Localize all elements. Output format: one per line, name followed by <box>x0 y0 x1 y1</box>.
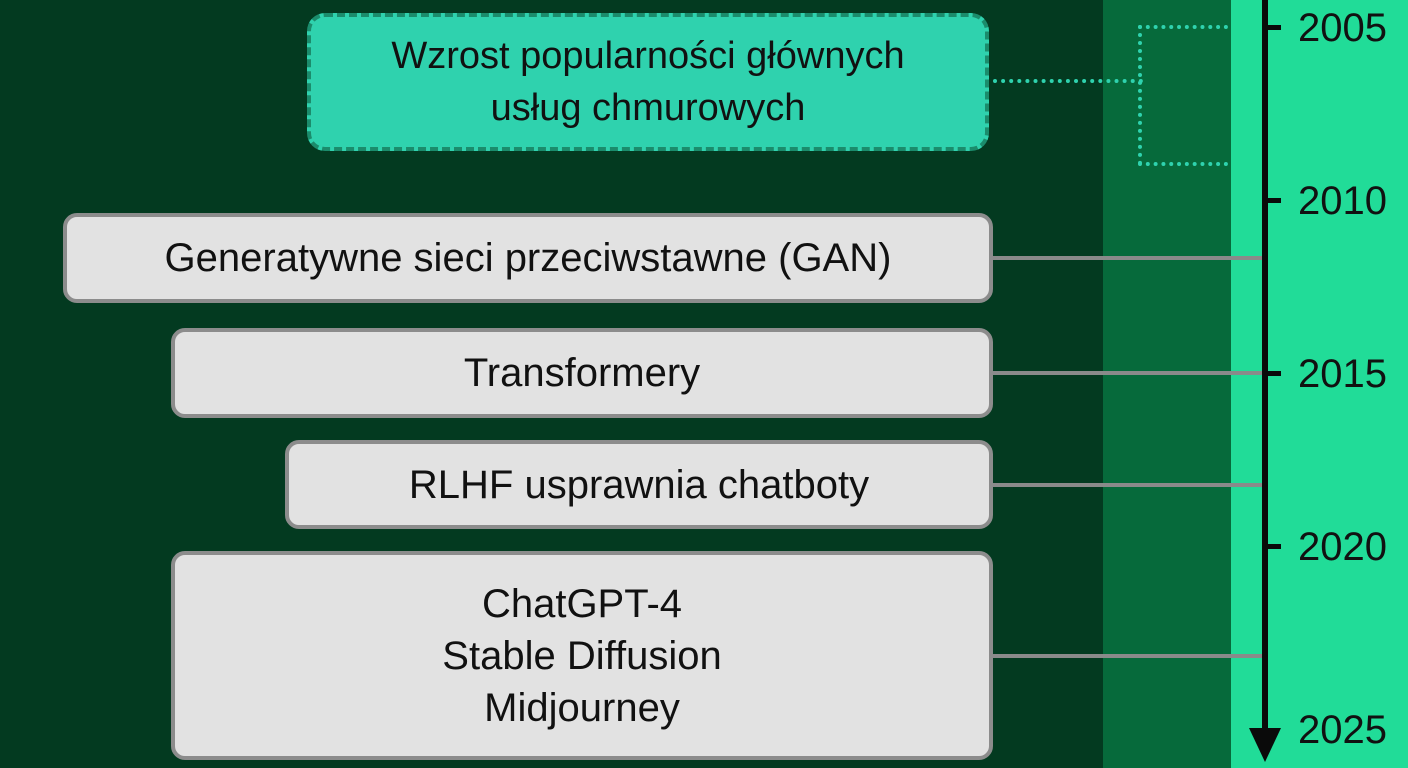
event-genai: ChatGPT-4 Stable Diffusion Midjourney <box>171 551 993 760</box>
tick-2005 <box>1265 25 1281 30</box>
event-cloud-line-1: Wzrost popularności głównych <box>391 35 905 77</box>
event-gan-label: Generatywne sieci przeciwstawne (GAN) <box>164 236 892 280</box>
background-band-light <box>1231 0 1408 768</box>
event-rlhf-label: RLHF usprawnia chatboty <box>408 462 870 507</box>
event-cloud-services: Wzrost popularności głównych usług chmur… <box>307 13 989 151</box>
tick-2015 <box>1265 371 1281 376</box>
connector-transformers <box>993 371 1263 375</box>
event-transformers-label: Transformery <box>463 351 701 395</box>
event-cloud-line-2: usług chmurowych <box>490 87 806 129</box>
year-label-2010: 2010 <box>1298 179 1387 223</box>
event-genai-line-3: Midjourney <box>484 685 680 730</box>
period-bracket-bottom <box>1138 162 1228 166</box>
year-label-2005: 2005 <box>1298 6 1387 50</box>
connector-genai <box>993 654 1263 658</box>
tick-2010 <box>1265 198 1281 203</box>
connector-gan <box>993 256 1263 260</box>
event-rlhf: RLHF usprawnia chatboty <box>285 440 993 529</box>
event-gan: Generatywne sieci przeciwstawne (GAN) <box>63 213 993 303</box>
timeline-axis <box>1262 0 1268 740</box>
event-genai-line-1: ChatGPT-4 <box>481 581 683 626</box>
tick-2020 <box>1265 544 1281 549</box>
background-band-mid <box>1103 0 1231 768</box>
year-label-2020: 2020 <box>1298 525 1387 569</box>
cloud-connector <box>993 79 1143 83</box>
event-transformers: Transformery <box>171 328 993 418</box>
year-label-2015: 2015 <box>1298 352 1387 396</box>
event-genai-line-2: Stable Diffusion <box>442 633 722 678</box>
period-bracket-top <box>1138 25 1228 29</box>
period-bracket-vertical <box>1138 25 1142 165</box>
year-label-2025: 2025 <box>1298 708 1387 752</box>
connector-rlhf <box>993 483 1263 487</box>
axis-arrow-down-icon <box>1249 728 1281 762</box>
